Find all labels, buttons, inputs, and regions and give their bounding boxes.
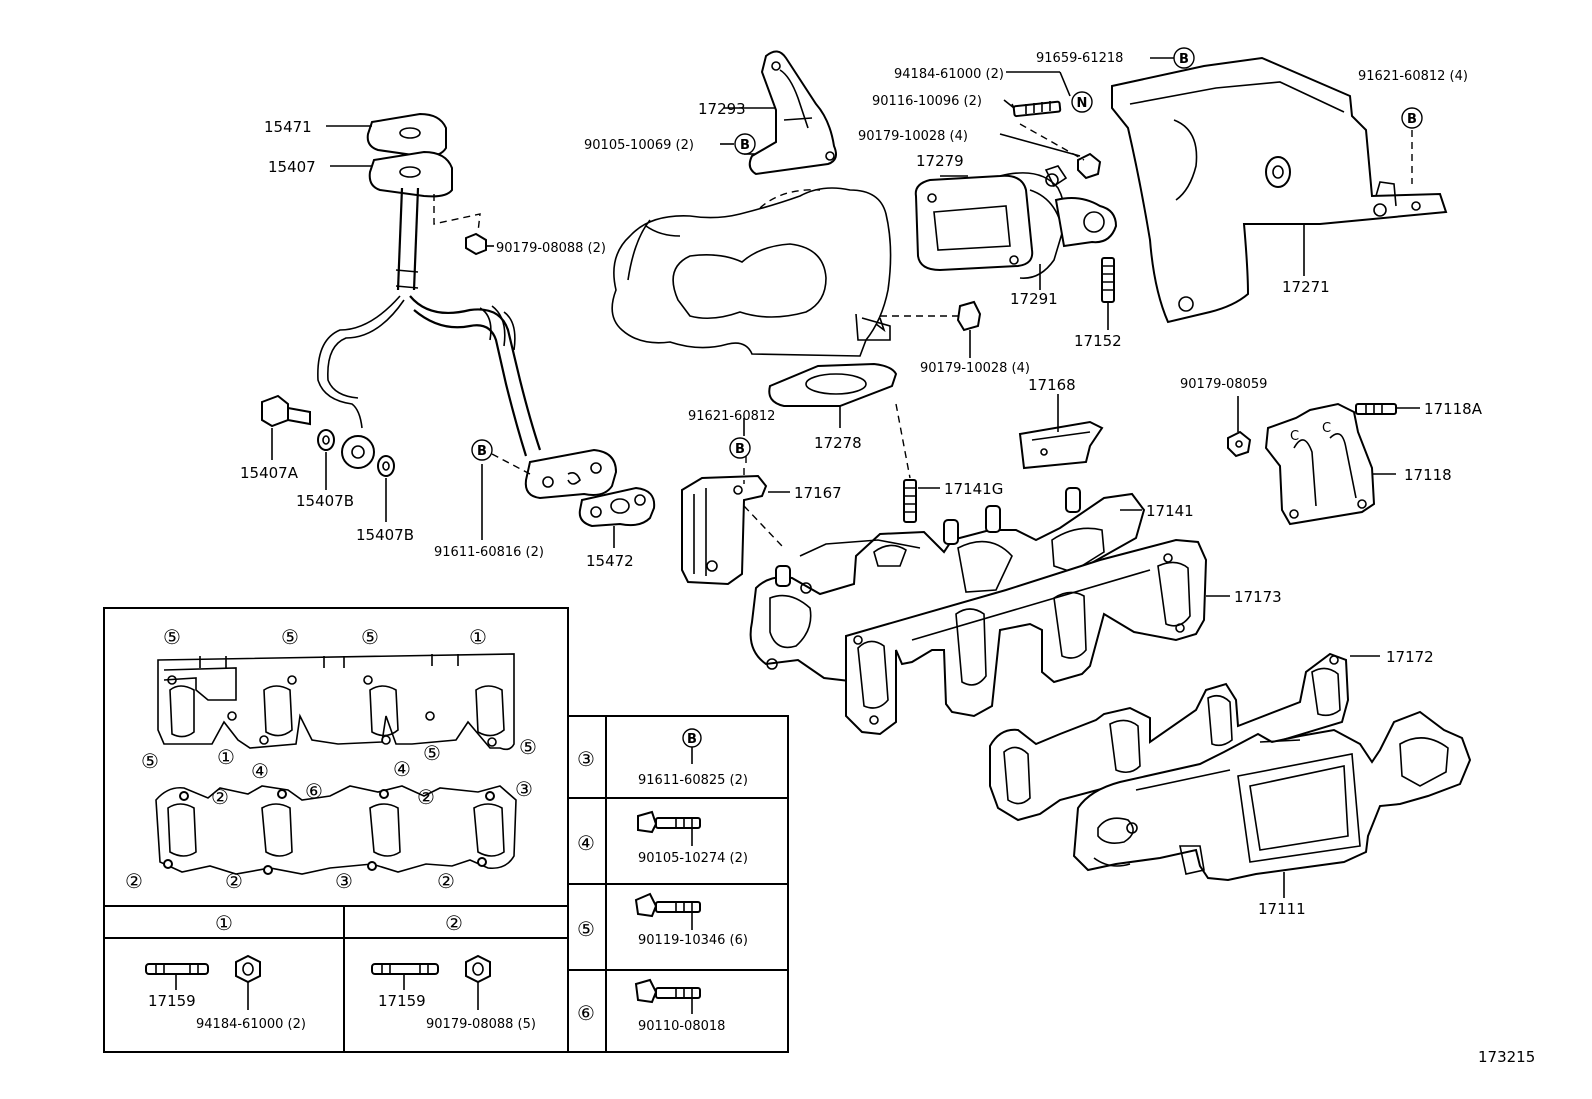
label-91611-60816: 91611-60816 (2) [434,545,544,560]
row3-part: 91611-60825 (2) [638,773,748,788]
inset-num: ⑤ [423,741,441,765]
label-90179-10028-b: 90179-10028 (4) [920,361,1030,376]
inset-num: ③ [335,869,353,893]
row-num-3: ③ [577,747,595,771]
inset-num: ② [211,785,229,809]
label-17278: 17278 [814,434,862,452]
label-17141: 17141 [1146,502,1194,520]
inset-num: ⑤ [141,749,159,773]
marker-b: B [735,442,745,457]
label-15407B-2: 15407B [356,526,414,544]
row4-part: 90105-10274 (2) [638,851,748,866]
label-17168: 17168 [1028,376,1076,394]
label-17152: 17152 [1074,332,1122,350]
label-90116-10096: 90116-10096 (2) [872,94,982,109]
inset-num: ② [437,869,455,893]
stud-17152 [1101,257,1115,330]
label-91621-60812: 91621-60812 [688,409,775,424]
kit2-nut-label: 90179-08088 (5) [426,1017,536,1032]
kit2-stud-label: 17159 [378,992,426,1010]
inset-num: ② [125,869,143,893]
marker-b: B [1407,112,1417,127]
label-94184-61000: 94184-61000 (2) [894,67,1004,82]
row6-part: 90110-08018 [638,1019,725,1034]
label-15407A: 15407A [240,464,299,482]
diagram-code: 173215 [1478,1048,1535,1066]
row-num-4: ④ [577,831,595,855]
marker-b: B [1179,52,1189,67]
inset-num: ⑤ [163,625,181,649]
row5-part: 90119-10346 (6) [638,933,748,948]
kit1-stud-label: 17159 [148,992,196,1010]
label-17118: 17118 [1404,466,1452,484]
markers: B N B B B B [471,47,1423,461]
label-17173: 17173 [1234,588,1282,606]
oil-line-assembly [261,112,656,528]
label-17111: 17111 [1258,900,1306,918]
inset-num: ② [225,869,243,893]
marker-b: B [687,732,697,747]
svg-text:C: C [1290,429,1299,444]
label-15471: 15471 [264,118,312,136]
label-91621-60812-4: 91621-60812 (4) [1358,69,1468,84]
inset-num: ① [469,625,487,649]
leaders-left [271,125,615,548]
label-17118A: 17118A [1424,400,1483,418]
label-15472: 15472 [586,552,634,570]
svg-text:C: C [1322,421,1331,436]
label-17271: 17271 [1282,278,1330,296]
kit-header-2: ② [445,911,463,935]
marker-b: B [477,444,487,459]
kit-header-1: ① [215,911,233,935]
inset-gasket-detail: ⑤ ⑤ ⑤ ① ⑤ ① ④ ④ ⑤ ⑤ ② ⑥ ② ③ ② ② ③ ② ① ② … [103,607,789,1053]
label-90179-10028-a: 90179-10028 (4) [858,129,968,144]
label-17291: 17291 [1010,290,1058,308]
kit1-nut-label: 94184-61000 (2) [196,1017,306,1032]
label-90179-08088: 90179-08088 (2) [496,241,606,256]
stud-17141G [895,403,940,523]
intake-manifold-17111 [1072,710,1472,898]
inset-num: ⑤ [281,625,299,649]
inset-num: ② [417,785,435,809]
marker-n: N [1077,96,1088,111]
inset-num: ⑤ [519,735,537,759]
gasket-17278 [768,362,898,428]
label-15407: 15407 [268,158,316,176]
inset-num: ④ [393,757,411,781]
inset-num: ⑤ [361,625,379,649]
top-hardware [880,71,1102,358]
label-17167: 17167 [794,484,842,502]
row-num-5: ⑤ [577,917,595,941]
label-15407B-1: 15407B [296,492,354,510]
turbine-outlet-elbow [914,165,1118,290]
label-17172: 17172 [1386,648,1434,666]
row-num-6: ⑥ [577,1001,595,1025]
label-17279: 17279 [916,152,964,170]
heat-insulator-17271 [1111,56,1448,324]
bracket-17293 [720,50,837,176]
bracket-17118: C C [1227,396,1420,526]
inset-num: ④ [251,759,269,783]
inset-num: ① [217,745,235,769]
marker-b: B [740,138,750,153]
inset-num: ③ [515,777,533,801]
inset-num: ⑥ [305,779,323,803]
label-90179-08059: 90179-08059 [1180,377,1267,392]
insulator-17168 [1018,394,1104,470]
label-17141G: 17141G [944,480,1003,498]
label-90105-10069: 90105-10069 (2) [584,138,694,153]
gasket-17173 [845,538,1230,736]
label-91659-61218: 91659-61218 [1036,51,1123,66]
bracket-17167 [681,468,790,586]
turbocharger [611,187,892,357]
label-17293: 17293 [698,100,746,118]
part-labels: 15471 15407 90179-08088 (2) 15407A 15407… [240,51,1535,1066]
